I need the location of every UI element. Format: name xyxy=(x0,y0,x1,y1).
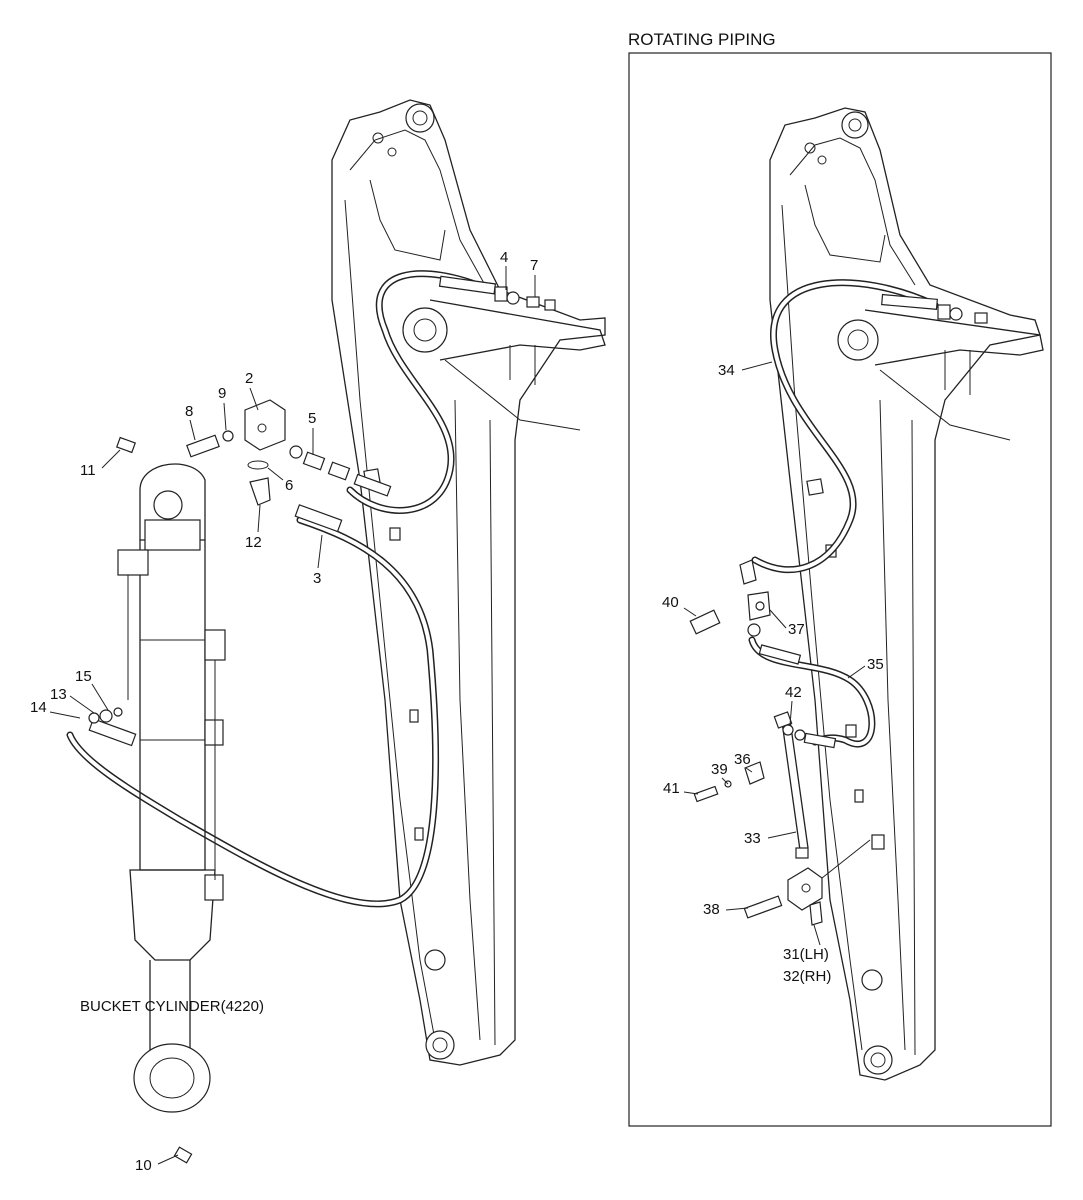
callout-9: 9 xyxy=(218,385,226,402)
callout-12: 12 xyxy=(245,534,262,551)
callout-40: 40 xyxy=(662,594,679,611)
hose-35 xyxy=(747,623,876,749)
callout-5: 5 xyxy=(308,410,316,427)
callout-37: 37 xyxy=(788,621,805,638)
callout-36: 36 xyxy=(734,751,751,768)
callout-42: 42 xyxy=(785,684,802,701)
fittings-cluster xyxy=(88,296,556,1164)
callout-11: 11 xyxy=(80,462,96,479)
pipe-33-block xyxy=(743,711,871,926)
arm-boom-left xyxy=(331,99,606,1066)
callout-41: 41 xyxy=(663,780,680,797)
callout-14: 14 xyxy=(30,699,47,716)
left-callouts: 2 3 4 5 6 7 8 9 10 11 12 13 14 15 xyxy=(30,249,538,1174)
callout-33: 33 xyxy=(744,830,761,847)
callout-34: 34 xyxy=(718,362,735,379)
callout-2: 2 xyxy=(245,370,253,387)
callout-13: 13 xyxy=(50,686,67,703)
callout-31: 31(LH) xyxy=(783,946,829,963)
callout-3: 3 xyxy=(313,570,321,587)
hose-34 xyxy=(739,279,988,585)
inset-frame xyxy=(628,52,1052,1127)
callout-38: 38 xyxy=(703,901,720,918)
callout-32: 32(RH) xyxy=(783,968,831,985)
bucket-cylinder xyxy=(117,463,226,1113)
callout-8: 8 xyxy=(185,403,193,420)
callout-10: 10 xyxy=(135,1157,152,1174)
callout-7: 7 xyxy=(530,257,538,274)
inset-title: ROTATING PIPING xyxy=(628,30,776,49)
callout-39: 39 xyxy=(711,761,728,778)
arm-boom-right xyxy=(769,107,1044,1081)
callout-15: 15 xyxy=(75,668,92,685)
hose-3 xyxy=(66,504,440,908)
callout-4: 4 xyxy=(500,249,508,266)
callout-6: 6 xyxy=(285,477,293,494)
hose-4 xyxy=(346,270,520,514)
cylinder-label: BUCKET CYLINDER(4220) xyxy=(80,998,264,1015)
callout-35: 35 xyxy=(867,656,884,673)
right-small-parts xyxy=(689,591,806,803)
right-callouts: 31(LH) 32(RH) 33 34 35 36 37 38 39 40 41… xyxy=(662,361,884,985)
